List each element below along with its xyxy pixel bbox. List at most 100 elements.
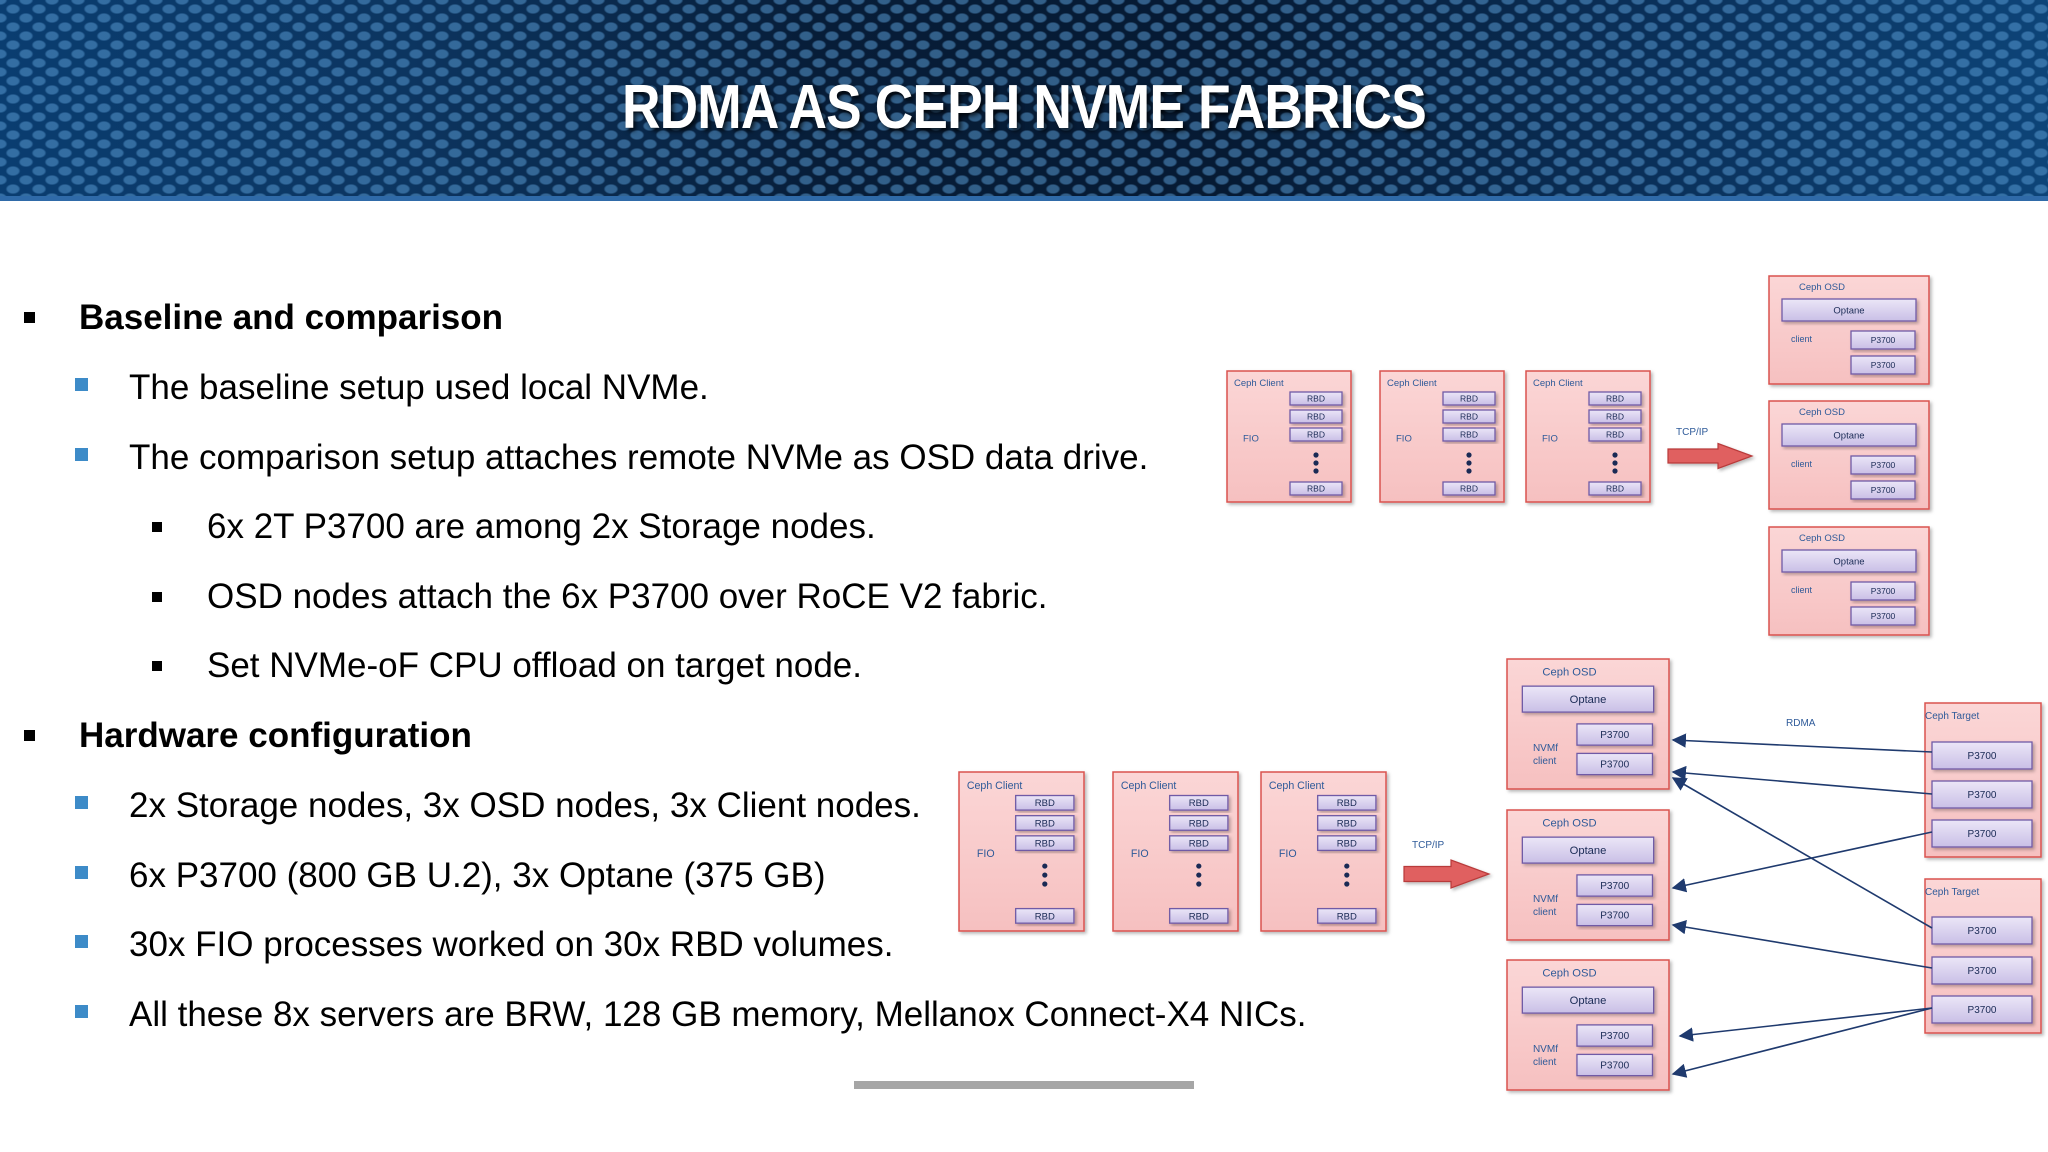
bullet-marker [75, 796, 88, 809]
p3700-drive-label: P3700 [1600, 730, 1629, 741]
target-drive-label: P3700 [1968, 926, 1997, 937]
rdma-link [1671, 1007, 1933, 1078]
rbd-volume-block [1442, 409, 1496, 424]
osd-role-label: NVMf [1533, 743, 1558, 754]
optane-cache-block [1781, 549, 1917, 573]
optane-cache-block [1781, 298, 1917, 322]
rbd-volume-block [1015, 835, 1075, 852]
osd-role-label: NVMf [1533, 1044, 1558, 1055]
p3700-drive-label: P3700 [1871, 360, 1896, 370]
ellipsis-dot [1612, 468, 1618, 474]
rdma-label: RDMA [1786, 718, 1816, 729]
fio-process-label: FIO [1243, 434, 1259, 445]
target-drive-label: P3700 [1968, 829, 1997, 840]
osd-role-label: client [1533, 907, 1557, 918]
ceph-osd-title: Ceph OSD [1799, 282, 1845, 293]
rbd-volume-label: RBD [1189, 839, 1209, 850]
rbd-volume-block [1015, 907, 1075, 924]
rbd-volume-label: RBD [1035, 818, 1055, 829]
target-drive-label: P3700 [1968, 1005, 1997, 1016]
bullet-item: 6x P3700 (800 GB U.2), 3x Optane (375 GB… [129, 856, 826, 895]
rbd-volume-label: RBD [1337, 839, 1357, 850]
rbd-volume-block [1169, 907, 1229, 924]
target-drive-block [1931, 956, 2033, 985]
ceph-client-title: Ceph Client [1234, 378, 1284, 389]
rbd-volume-block [1317, 794, 1377, 811]
bullet-heading: Hardware configuration [79, 716, 472, 755]
rbd-volume-block [1289, 427, 1343, 442]
rbd-volume-block [1588, 409, 1642, 424]
rbd-volume-label: RBD [1189, 798, 1209, 809]
ellipsis-dot [1466, 460, 1472, 466]
optane-cache-block [1521, 685, 1655, 713]
rdma-link [1671, 777, 1933, 929]
fio-process-label: FIO [1396, 434, 1412, 445]
bullet-marker [24, 312, 35, 323]
optane-cache-label: Optane [1833, 430, 1864, 441]
optane-cache-label: Optane [1833, 556, 1864, 567]
bullet-subitem: Set NVMe-oF CPU offload on target node. [207, 646, 862, 685]
p3700-drive-block [1850, 355, 1916, 375]
fio-process-label: FIO [1542, 434, 1558, 445]
p3700-drive-label: P3700 [1600, 1031, 1629, 1042]
ceph-client-title: Ceph Client [967, 780, 1023, 792]
p3700-drive-block [1850, 480, 1916, 500]
rbd-volume-label: RBD [1606, 430, 1624, 440]
bullet-item: 30x FIO processes worked on 30x RBD volu… [129, 925, 894, 964]
fio-process-label: FIO [977, 848, 995, 860]
osd-role-label: client [1533, 756, 1557, 767]
p3700-drive-block [1576, 1024, 1654, 1047]
rbd-volume-label: RBD [1460, 430, 1478, 440]
optane-cache-block [1521, 836, 1655, 864]
rbd-volume-block [1442, 427, 1496, 442]
rbd-volume-label: RBD [1035, 911, 1055, 922]
rbd-volume-label: RBD [1460, 412, 1478, 422]
p3700-drive-block [1576, 723, 1654, 746]
ellipsis-dot [1344, 881, 1350, 887]
ceph-client-title: Ceph Client [1121, 780, 1177, 792]
p3700-drive-label: P3700 [1600, 760, 1629, 771]
p3700-drive-block [1850, 606, 1916, 626]
ceph-client-title: Ceph Client [1533, 378, 1583, 389]
rbd-volume-block [1588, 427, 1642, 442]
rbd-volume-label: RBD [1307, 484, 1325, 494]
target-drive-block [1931, 916, 2033, 945]
tcp-ip-arrow [1403, 859, 1491, 889]
bullet-item: 2x Storage nodes, 3x OSD nodes, 3x Clien… [129, 786, 921, 825]
rbd-volume-block [1015, 794, 1075, 811]
ellipsis-dot [1466, 452, 1472, 458]
bullet-marker [75, 935, 88, 948]
osd-role-label: client [1791, 459, 1813, 469]
ellipsis-dot [1313, 460, 1319, 466]
ellipsis-dot [1196, 872, 1202, 878]
rbd-volume-block [1442, 481, 1496, 496]
bullet-heading: Baseline and comparison [79, 298, 504, 337]
target-drive-label: P3700 [1968, 966, 1997, 977]
ellipsis-dot [1196, 863, 1202, 869]
rbd-volume-block [1317, 835, 1377, 852]
rbd-volume-block [1169, 815, 1229, 831]
ceph-target-title: Ceph Target [1925, 887, 1980, 898]
target-drive-label: P3700 [1968, 751, 1997, 762]
bullet-marker [75, 448, 88, 461]
rdma-link [1671, 733, 1933, 753]
p3700-drive-label: P3700 [1871, 335, 1896, 345]
ellipsis-dot [1313, 452, 1319, 458]
p3700-drive-label: P3700 [1600, 881, 1629, 892]
p3700-drive-label: P3700 [1871, 485, 1896, 495]
rbd-volume-label: RBD [1307, 430, 1325, 440]
rbd-volume-label: RBD [1337, 798, 1357, 809]
rbd-volume-block [1169, 835, 1229, 852]
ellipsis-dot [1042, 863, 1048, 869]
progress-bar [854, 1081, 1194, 1089]
rbd-volume-label: RBD [1460, 484, 1478, 494]
slide-title: RDMA AS CEPH NVME FABRICS [621, 73, 1427, 142]
p3700-drive-block [1850, 455, 1916, 475]
rbd-volume-label: RBD [1337, 818, 1357, 829]
target-drive-block [1931, 995, 2033, 1024]
p3700-drive-block [1576, 874, 1654, 897]
rbd-volume-block [1289, 409, 1343, 424]
rdma-link [1671, 765, 1933, 795]
bullet-marker [152, 661, 162, 671]
